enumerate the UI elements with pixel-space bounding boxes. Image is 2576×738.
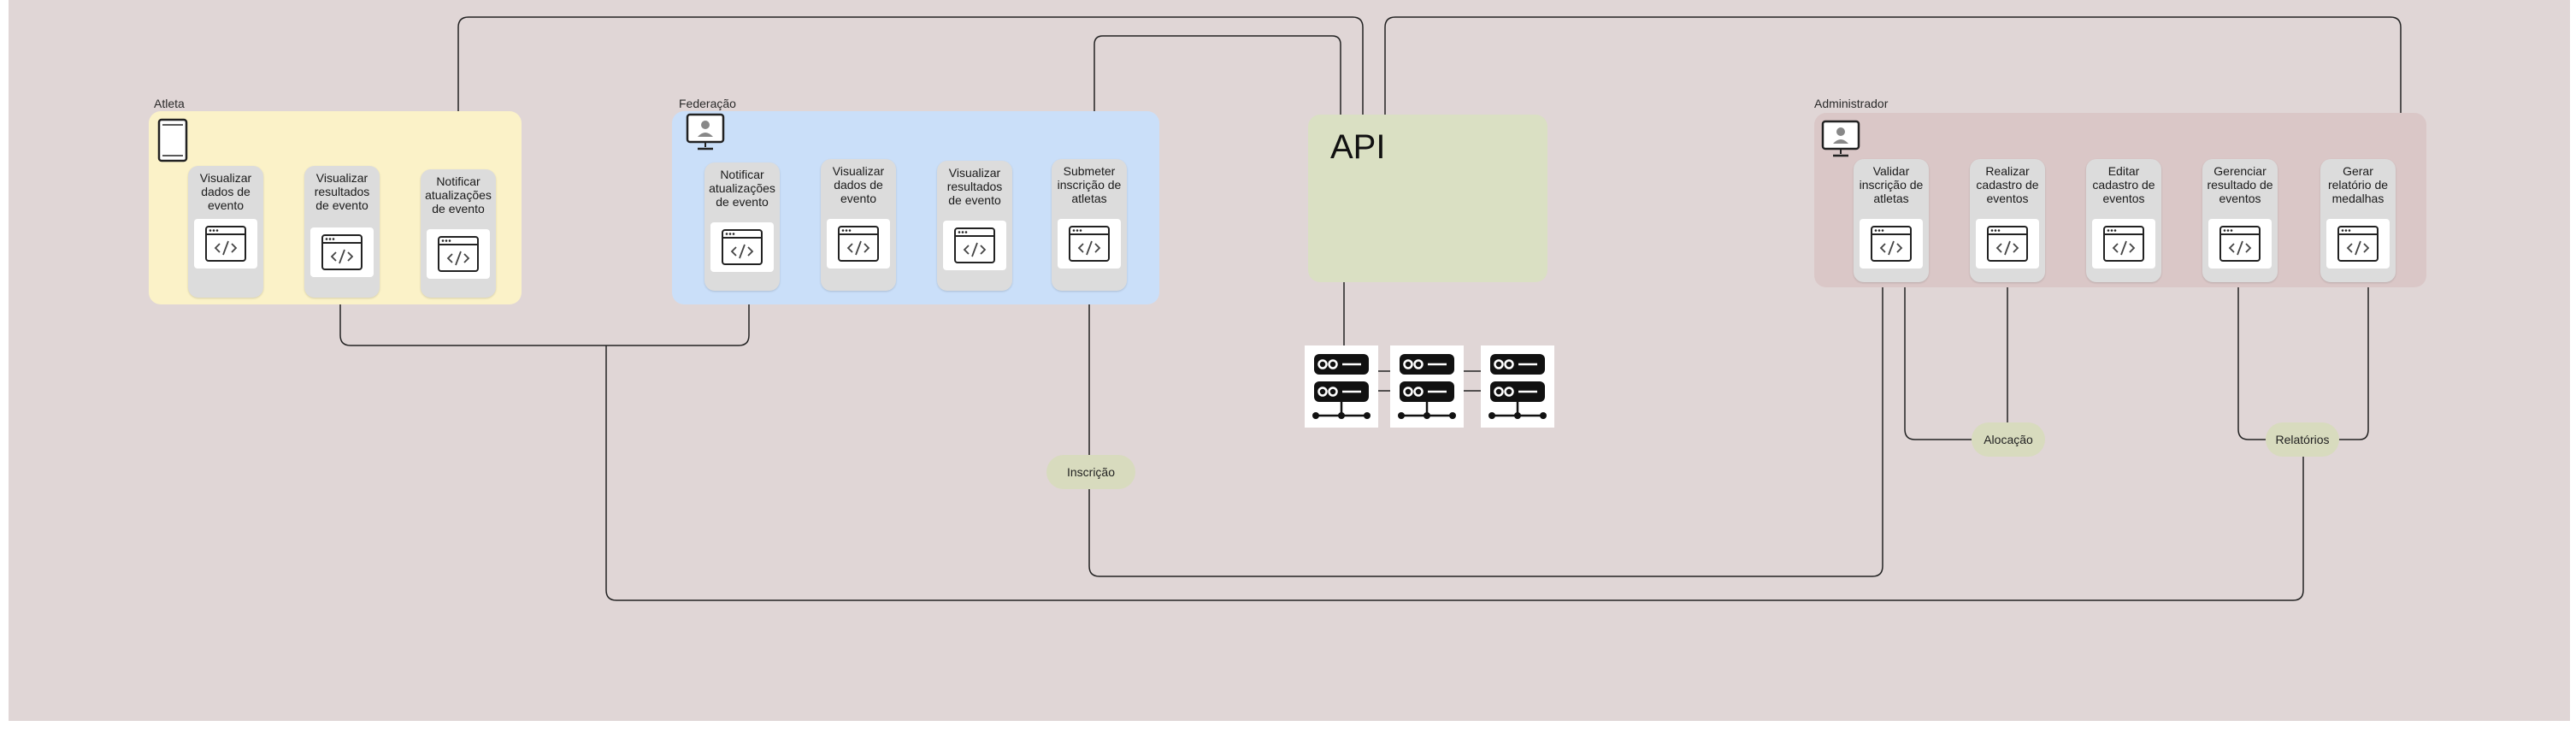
code-window-icon bbox=[1860, 219, 1923, 269]
card-admin-validar[interactable]: Validar inscrição de atletas bbox=[1854, 159, 1929, 282]
card-admin-editar-cadastro[interactable]: Editar cadastro de eventos bbox=[2086, 159, 2161, 282]
card-label: Validar inscrição de atletas bbox=[1859, 164, 1924, 205]
code-window-icon bbox=[827, 219, 890, 269]
card-atleta-notificar[interactable]: Notificar atualizações de evento bbox=[421, 169, 496, 298]
code-window-icon bbox=[194, 219, 257, 269]
card-label: Gerenciar resultado de eventos bbox=[2207, 164, 2273, 205]
diagram-canvas bbox=[9, 0, 2570, 721]
card-admin-realizar-cadastro[interactable]: Realizar cadastro de eventos bbox=[1970, 159, 2045, 282]
server-icon bbox=[1481, 345, 1554, 428]
card-label: Visualizar dados de evento bbox=[832, 164, 885, 205]
group-label-federacao: Federação bbox=[679, 97, 736, 110]
code-window-icon bbox=[2326, 219, 2390, 269]
card-label: Notificar atualizações de evento bbox=[425, 174, 492, 215]
code-window-icon bbox=[427, 229, 490, 279]
pill-relatorios: Relatórios bbox=[2266, 422, 2339, 457]
code-window-icon bbox=[2208, 219, 2272, 269]
card-label: Notificar atualizações de evento bbox=[709, 168, 775, 209]
group-label-atleta: Atleta bbox=[154, 97, 185, 110]
card-atleta-visualizar-dados[interactable]: Visualizar dados de evento bbox=[188, 166, 263, 298]
card-label: Editar cadastro de eventos bbox=[2092, 164, 2155, 205]
card-federacao-notificar[interactable]: Notificar atualizações de evento bbox=[704, 162, 780, 291]
card-federacao-submeter[interactable]: Submeter inscrição de atletas bbox=[1052, 159, 1127, 291]
server-icon bbox=[1305, 345, 1378, 428]
api-label: API bbox=[1330, 128, 1386, 166]
pill-inscricao: Inscrição bbox=[1046, 455, 1135, 489]
server-icon bbox=[1390, 345, 1464, 428]
card-label: Gerar relatório de medalhas bbox=[2327, 164, 2389, 205]
code-window-icon bbox=[943, 221, 1006, 270]
code-window-icon bbox=[1058, 219, 1121, 269]
card-label: Visualizar resultados de evento bbox=[946, 166, 1003, 207]
card-federacao-visualizar-resultados[interactable]: Visualizar resultados de evento bbox=[937, 161, 1012, 291]
card-label: Visualizar dados de evento bbox=[199, 171, 252, 212]
card-label: Submeter inscrição de atletas bbox=[1057, 164, 1122, 205]
desktop-user-icon bbox=[686, 113, 725, 151]
group-label-administrador: Administrador bbox=[1814, 97, 1889, 110]
code-window-icon bbox=[2092, 219, 2155, 269]
card-admin-gerar-relatorio[interactable]: Gerar relatório de medalhas bbox=[2320, 159, 2396, 282]
code-window-icon bbox=[1976, 219, 2039, 269]
tablet-icon bbox=[157, 118, 188, 162]
code-window-icon bbox=[710, 222, 774, 272]
card-federacao-visualizar-dados[interactable]: Visualizar dados de evento bbox=[821, 159, 896, 291]
card-label: Visualizar resultados de evento bbox=[314, 171, 370, 212]
code-window-icon bbox=[310, 227, 374, 277]
pill-alocacao: Alocação bbox=[1972, 422, 2045, 457]
card-label: Realizar cadastro de eventos bbox=[1976, 164, 2039, 205]
card-atleta-visualizar-resultados[interactable]: Visualizar resultados de evento bbox=[304, 166, 380, 298]
desktop-user-icon bbox=[1821, 120, 1860, 157]
api-box: API bbox=[1308, 115, 1547, 282]
card-admin-gerenciar-resultado[interactable]: Gerenciar resultado de eventos bbox=[2202, 159, 2278, 282]
